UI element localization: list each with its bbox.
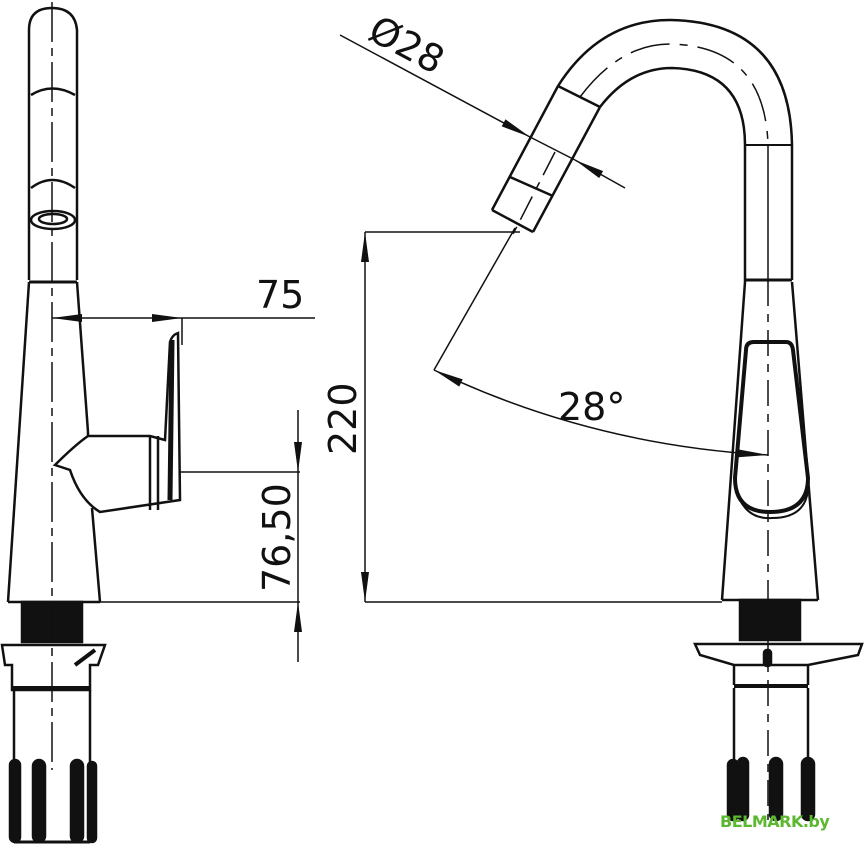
dimension-label-76-50: 76,50 [255, 483, 299, 592]
dimension-label-220: 220 [321, 382, 365, 455]
dimension-76-50 [100, 410, 302, 662]
dimension-220 [361, 231, 722, 603]
dimension-75 [52, 314, 315, 345]
watermark: BELMARK.by [720, 812, 830, 831]
side-view [0, 2, 182, 844]
front-view [490, 18, 864, 822]
dimension-diameter-28 [339, 34, 626, 189]
dimension-label-angle: 28° [558, 385, 625, 429]
dimension-label-75: 75 [256, 273, 304, 317]
dimension-angle-28 [433, 227, 769, 458]
